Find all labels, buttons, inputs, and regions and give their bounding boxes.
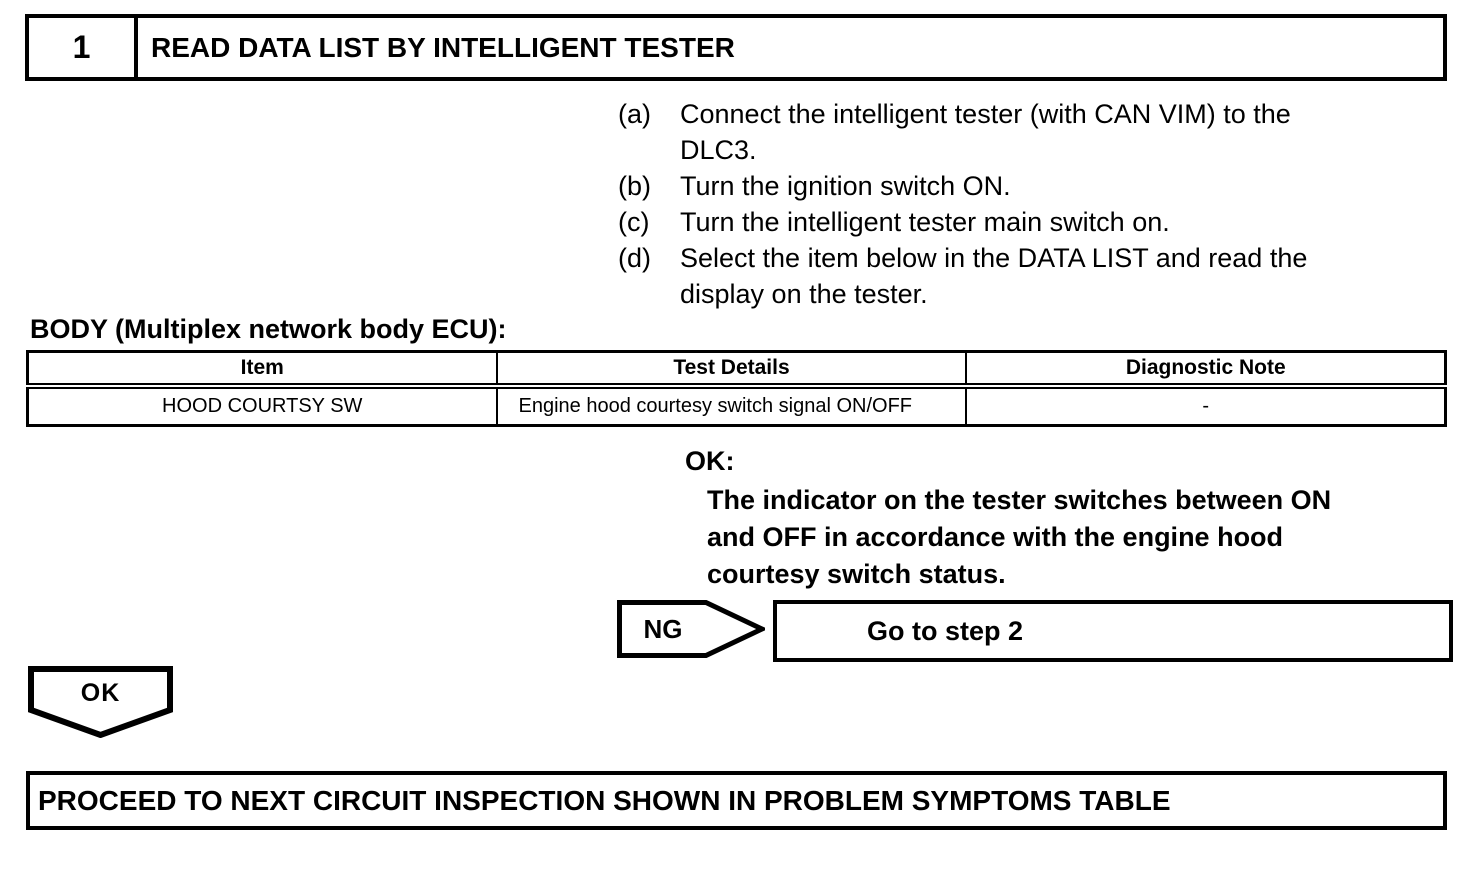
instruction-item-a: (a) Connect the intelligent tester (with…	[618, 96, 1408, 168]
instruction-label: (c)	[618, 207, 650, 237]
ng-action-box: Go to step 2	[773, 600, 1453, 662]
ok-arrow-shape	[28, 666, 173, 738]
instruction-item-c: (c) Turn the intelligent tester main swi…	[618, 204, 1408, 240]
instruction-text: Turn the ignition switch ON.	[680, 171, 1011, 201]
instruction-item-d: (d) Select the item below in the DATA LI…	[618, 240, 1408, 312]
cell-diagnostic-note: -	[965, 384, 1447, 427]
data-list-table: Item Test Details Diagnostic Note HOOD C…	[26, 350, 1447, 427]
instruction-list: (a) Connect the intelligent tester (with…	[618, 96, 1408, 312]
ng-label: NG	[643, 613, 683, 644]
instruction-label: (b)	[618, 171, 651, 201]
data-list-heading: BODY (Multiplex network body ECU):	[30, 314, 507, 344]
column-header-item: Item	[26, 350, 498, 389]
column-header-test-details: Test Details	[495, 350, 968, 389]
ok-criteria-text: The indicator on the tester switches bet…	[707, 485, 1332, 589]
ok-criteria-label: OK:	[685, 446, 735, 476]
instruction-label: (d)	[618, 243, 651, 273]
cell-test-details: Engine hood courtesy switch signal ON/OF…	[495, 384, 968, 427]
table-row: HOOD COURTSY SW Engine hood courtesy swi…	[26, 384, 1447, 427]
column-header-diagnostic-note: Diagnostic Note	[965, 350, 1447, 389]
ng-action-label: Go to step 2	[867, 615, 1024, 646]
table-header-row: Item Test Details Diagnostic Note	[26, 350, 1447, 389]
ng-arrow-shape	[617, 600, 765, 658]
instruction-text: Connect the intelligent tester (with CAN…	[680, 99, 1291, 165]
ok-arrow: OK	[28, 666, 173, 738]
step-number: 1	[29, 18, 138, 77]
ok-arrow-label: OK	[80, 679, 121, 707]
step-header-box: 1 READ DATA LIST BY INTELLIGENT TESTER	[25, 14, 1447, 81]
instruction-text: Select the item below in the DATA LIST a…	[680, 243, 1308, 309]
instruction-text: Turn the intelligent tester main switch …	[680, 207, 1170, 237]
instruction-label: (a)	[618, 99, 651, 129]
conclusion-box: PROCEED TO NEXT CIRCUIT INSPECTION SHOWN…	[26, 771, 1447, 830]
instruction-item-b: (b) Turn the ignition switch ON.	[618, 168, 1408, 204]
conclusion-text: PROCEED TO NEXT CIRCUIT INSPECTION SHOWN…	[38, 784, 1171, 816]
ng-arrow: NG	[617, 600, 765, 658]
step-title: READ DATA LIST BY INTELLIGENT TESTER	[151, 31, 735, 63]
cell-item: HOOD COURTSY SW	[26, 384, 498, 427]
